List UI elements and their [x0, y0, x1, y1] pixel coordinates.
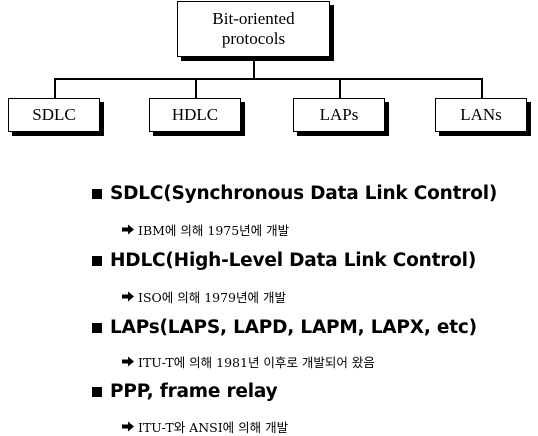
arrow-bullet-icon	[122, 356, 134, 367]
square-bullet-icon	[92, 386, 102, 397]
connector-hdlc	[195, 78, 197, 98]
child-node-label: LANs	[460, 104, 502, 124]
connector-laps	[339, 78, 341, 98]
list-item-heading-text: LAPs(LAPS, LAPD, LAPM, LAPX, etc)	[110, 317, 477, 338]
child-node-label: HDLC	[171, 104, 219, 124]
list-item-detail: ITU-T와 ANSI에 의해 개발	[121, 417, 288, 436]
connector-sdlc	[54, 78, 56, 98]
list-item-detail-text: ITU-T와 ANSI에 의해 개발	[138, 420, 289, 435]
list-item-detail-text: IBM에 의해 1975년에 개발	[138, 223, 290, 238]
root-node-label-line1: Bit-oriented	[212, 8, 295, 28]
list-item-heading: LAPs(LAPS, LAPD, LAPM, LAPX, etc)	[92, 317, 477, 338]
child-node-label: LAPs	[319, 104, 359, 124]
root-node-bit-oriented-protocols: Bit-oriented protocols	[177, 1, 330, 57]
list-item-heading-text: HDLC(High-Level Data Link Control)	[110, 250, 477, 271]
root-node-label-line2: protocols	[221, 29, 286, 48]
list-item-detail-text: ITU-T에 의해 1981년 이후로 개발되어 왔음	[138, 355, 375, 370]
child-node-hdlc: HDLC	[149, 98, 241, 132]
square-bullet-icon	[92, 188, 102, 199]
child-node-sdlc: SDLC	[8, 98, 100, 132]
list-item-detail: ISO에 의해 1979년에 개발	[121, 287, 286, 306]
list-item-detail-text: ISO에 의해 1979년에 개발	[138, 290, 286, 305]
list-item-heading: HDLC(High-Level Data Link Control)	[92, 250, 476, 271]
list-item-heading-text: PPP, frame relay	[110, 381, 278, 402]
arrow-bullet-icon	[122, 421, 134, 432]
square-bullet-icon	[92, 255, 102, 266]
connector-horizontal	[54, 78, 482, 80]
list-item-heading: SDLC(Synchronous Data Link Control)	[92, 183, 497, 204]
connector-trunk	[253, 57, 255, 78]
arrow-bullet-icon	[122, 291, 134, 302]
square-bullet-icon	[92, 322, 102, 333]
child-node-lans: LANs	[435, 98, 527, 132]
child-node-label: SDLC	[32, 104, 76, 124]
child-node-laps: LAPs	[293, 98, 385, 132]
list-item-detail: ITU-T에 의해 1981년 이후로 개발되어 왔음	[121, 352, 375, 371]
list-item-heading-text: SDLC(Synchronous Data Link Control)	[110, 183, 498, 204]
connector-lans	[481, 78, 483, 98]
list-item-detail: IBM에 의해 1975년에 개발	[121, 220, 289, 239]
list-item-heading: PPP, frame relay	[92, 381, 278, 402]
arrow-bullet-icon	[122, 224, 134, 235]
